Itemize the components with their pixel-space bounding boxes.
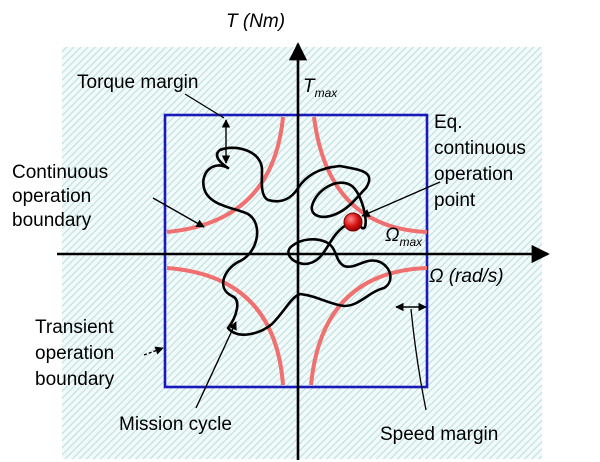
eq-point-label: Eq. continuous operation point [434, 112, 531, 211]
y-axis-label: T (Nm) [226, 11, 285, 32]
continuous-boundary-arc-top-left [166, 116, 285, 234]
continuous-boundary-arrow [152, 197, 205, 228]
eq-point-arrow [361, 181, 441, 217]
continuous-boundary-arc-top-right [312, 116, 428, 234]
torque-margin-leader [184, 93, 225, 119]
transient-boundary-box [163, 113, 429, 389]
mission-cycle-label: Mission cycle [119, 414, 232, 435]
t-max-label: Tmax [303, 76, 338, 100]
transient-boundary-label: Transient operation boundary [35, 317, 120, 390]
torque-margin-label: Torque margin [77, 72, 198, 93]
speed-margin-leader [410, 308, 427, 411]
mission-cycle-arrow [195, 321, 237, 409]
eq-operation-point [343, 212, 363, 232]
transient-boundary-arrow [143, 346, 164, 356]
x-axis-label: Ω (rad/s) [429, 266, 504, 287]
continuous-boundary-label: Continuous operation boundary [12, 162, 113, 231]
omega-max-label: Ωmax [385, 225, 423, 249]
mission-cycle-curve [202, 146, 392, 336]
continuous-boundary-arc-bottom-left [166, 266, 285, 386]
speed-margin-label: Speed margin [380, 424, 498, 445]
continuous-boundary-arc-bottom-right [309, 266, 428, 386]
